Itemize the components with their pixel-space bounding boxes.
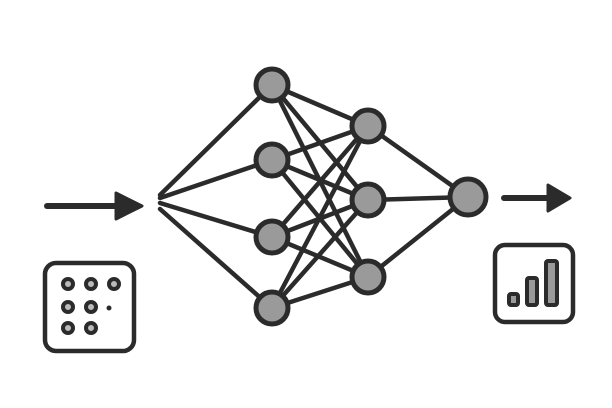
output-edge <box>365 194 471 280</box>
hidden-layer-1-node <box>253 289 291 327</box>
hidden-edge <box>269 123 371 311</box>
hidden-layer-2-node <box>349 258 387 296</box>
input-edge <box>157 206 275 311</box>
hidden-edge <box>269 123 371 240</box>
hidden-layer-1-node <box>253 141 291 179</box>
input-arrow <box>44 191 144 221</box>
input-edge <box>157 157 275 201</box>
hidden-layer-2-node <box>349 107 387 145</box>
hidden-edge <box>269 197 371 311</box>
dot-grid-icon <box>42 260 137 354</box>
input-edge <box>157 82 275 198</box>
output-arrow <box>501 183 572 213</box>
output-node <box>447 176 489 218</box>
hidden-layer-2-node <box>349 181 387 219</box>
connections <box>157 82 471 311</box>
hidden-layer-1-node <box>253 218 291 256</box>
input-edge <box>157 200 275 240</box>
hidden-layer-1-node <box>253 66 291 104</box>
nodes <box>253 66 489 327</box>
bar-chart-icon <box>492 242 576 325</box>
